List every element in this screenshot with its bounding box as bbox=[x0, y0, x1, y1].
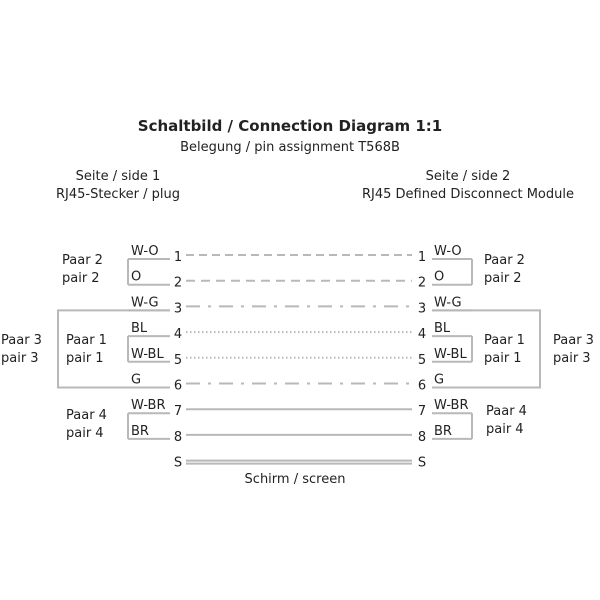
pin-number-right: 4 bbox=[418, 327, 426, 342]
pair4-label-left-de: Paar 4 bbox=[66, 408, 107, 423]
pair3-label-right-en: pair 3 bbox=[553, 351, 591, 366]
side1-label: Seite / side 1 bbox=[76, 169, 161, 184]
pair2-label-right-de: Paar 2 bbox=[484, 253, 525, 268]
pair1-label-left-de: Paar 1 bbox=[66, 333, 107, 348]
pair2-label-right-en: pair 2 bbox=[484, 271, 522, 286]
wire-color-right: BL bbox=[434, 321, 451, 336]
wire-color-left: O bbox=[131, 270, 141, 285]
pair-frames bbox=[57, 259, 541, 439]
pin-number-left: 7 bbox=[174, 404, 182, 419]
wire-color-right: W-G bbox=[434, 295, 462, 310]
pin-number-right: S bbox=[418, 456, 426, 471]
pin-number-right: 5 bbox=[418, 353, 426, 368]
pin-number-left: 5 bbox=[174, 353, 182, 368]
wire-color-left: W-BR bbox=[131, 398, 166, 413]
pair4-label-right-en: pair 4 bbox=[486, 422, 524, 437]
pin-number-left: 4 bbox=[174, 327, 182, 342]
pin-number-left: 8 bbox=[174, 430, 182, 445]
wire-color-left: BR bbox=[131, 424, 149, 439]
pin-number-right: 1 bbox=[418, 250, 426, 265]
pair2-label-left-de: Paar 2 bbox=[62, 253, 103, 268]
wire-color-left: BL bbox=[131, 321, 148, 336]
pair4-label-right-de: Paar 4 bbox=[486, 404, 527, 419]
pair3-frame-left bbox=[57, 309, 170, 389]
pin-number-left: 3 bbox=[174, 301, 182, 316]
wire-color-left: W-BL bbox=[131, 347, 164, 362]
wire-color-left: G bbox=[131, 373, 141, 388]
diagram-title: Schaltbild / Connection Diagram 1:1 bbox=[138, 117, 442, 135]
side2-label: Seite / side 2 bbox=[426, 169, 511, 184]
pin-number-right: 8 bbox=[418, 430, 426, 445]
pair1-label-left-en: pair 1 bbox=[66, 351, 104, 366]
pair2-label-left-en: pair 2 bbox=[62, 271, 100, 286]
wire-color-right: G bbox=[434, 373, 444, 388]
pair3-label-right-de: Paar 3 bbox=[553, 333, 594, 348]
pair3-label-left-de: Paar 3 bbox=[1, 333, 42, 348]
pin-number-left: 1 bbox=[174, 250, 182, 265]
wire-color-left: W-O bbox=[131, 244, 159, 259]
pin-number-right: 3 bbox=[418, 301, 426, 316]
wire-color-right: W-O bbox=[434, 244, 462, 259]
pin-number-right: 6 bbox=[418, 379, 426, 394]
side1-connector-label: RJ45-Stecker / plug bbox=[56, 187, 180, 202]
wire-color-left: W-G bbox=[131, 295, 159, 310]
wire-row: 1 1 W-O W-O bbox=[128, 244, 472, 265]
shield-label: Schirm / screen bbox=[245, 472, 346, 487]
pin-number-right: 7 bbox=[418, 404, 426, 419]
diagram-subtitle: Belegung / pin assignment T568B bbox=[180, 140, 400, 155]
pair4-label-left-en: pair 4 bbox=[66, 426, 104, 441]
wire-row: 8 8 BR BR bbox=[128, 424, 472, 445]
pair1-label-right-en: pair 1 bbox=[484, 351, 522, 366]
wire-row: 3 3 W-G W-G bbox=[128, 295, 472, 316]
pair3-frame-right bbox=[432, 309, 541, 389]
pin-number-left: 6 bbox=[174, 379, 182, 394]
pin-number-right: 2 bbox=[418, 276, 426, 291]
wire-color-right: W-BL bbox=[434, 347, 467, 362]
pin-number-left: S bbox=[174, 456, 182, 471]
pair1-label-right-de: Paar 1 bbox=[484, 333, 525, 348]
pin-number-left: 2 bbox=[174, 276, 182, 291]
side2-connector-label: RJ45 Defined Disconnect Module bbox=[362, 187, 574, 202]
wire-row: 5 5 W-BL W-BL bbox=[128, 347, 472, 368]
wire-row: 4 4 BL BL bbox=[128, 321, 472, 342]
wire-color-right: W-BR bbox=[434, 398, 469, 413]
wire-row: 7 7 W-BR W-BR bbox=[128, 398, 472, 419]
wire-color-right: O bbox=[434, 270, 444, 285]
pair3-label-left-en: pair 3 bbox=[1, 351, 39, 366]
wire-color-right: BR bbox=[434, 424, 452, 439]
